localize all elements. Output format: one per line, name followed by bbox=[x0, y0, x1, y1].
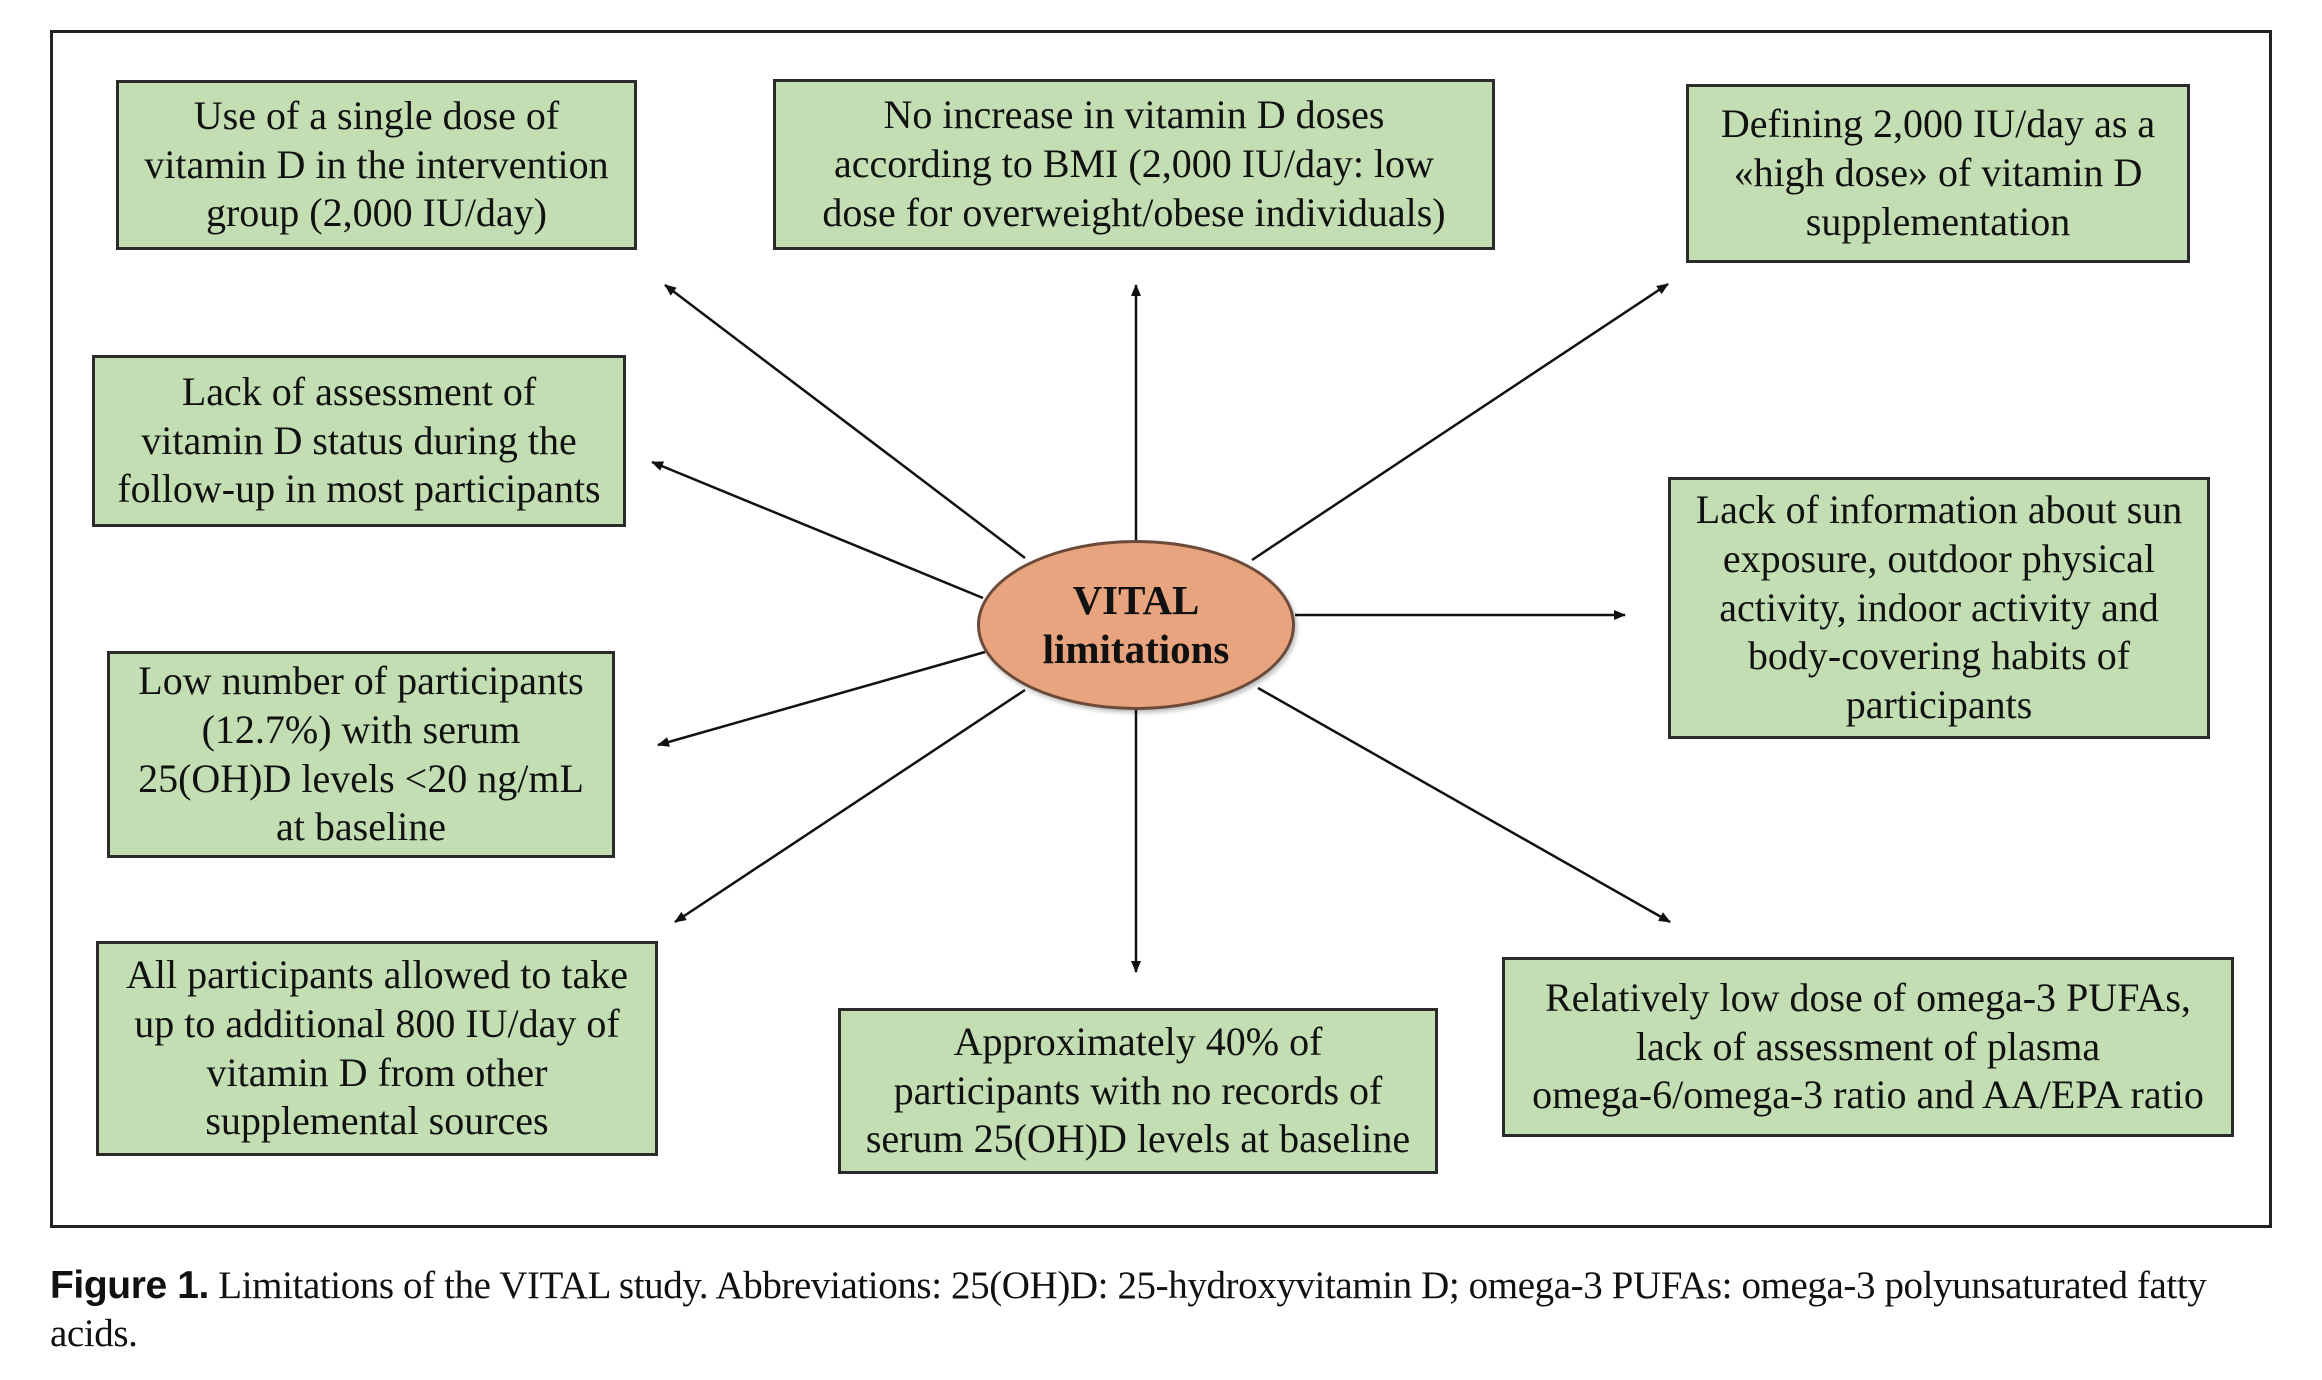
box-low-omega3-dose: Relatively low dose of omega-3 PUFAs, la… bbox=[1502, 957, 2234, 1137]
arrow-to-mid-left-upper bbox=[651, 460, 984, 600]
arrow-to-mid-left-lower bbox=[657, 650, 986, 747]
figure-caption: Figure 1. Limitations of the VITAL study… bbox=[50, 1262, 2280, 1357]
vital-limitations-node: VITAL limitations bbox=[977, 540, 1295, 710]
caption-label: Figure 1. bbox=[50, 1264, 209, 1307]
box-no-sun-exposure-info: Lack of information about sun exposure, … bbox=[1668, 477, 2210, 739]
box-low-participants-number: Low number of participants (12.7%) with … bbox=[107, 651, 615, 858]
box-single-dose: Use of a single dose of vitamin D in the… bbox=[116, 80, 637, 250]
box-high-dose-definition: Defining 2,000 IU/day as a «high dose» o… bbox=[1686, 84, 2190, 263]
arrow-to-top-left bbox=[664, 284, 1026, 559]
box-additional-supplements: All participants allowed to take up to a… bbox=[96, 941, 658, 1156]
box-no-bmi-dose-increase: No increase in vitamin D doses according… bbox=[773, 79, 1495, 250]
arrow-to-bottom-right bbox=[1257, 686, 1671, 924]
arrow-to-top-right bbox=[1251, 282, 1669, 562]
caption-text: Limitations of the VITAL study. Abbrevia… bbox=[50, 1264, 2207, 1355]
box-no-baseline-records: Approximately 40% of participants with n… bbox=[838, 1008, 1438, 1174]
box-no-status-assessment: Lack of assessment of vitamin D status d… bbox=[92, 355, 626, 527]
arrow-to-bottom-left bbox=[674, 688, 1026, 924]
